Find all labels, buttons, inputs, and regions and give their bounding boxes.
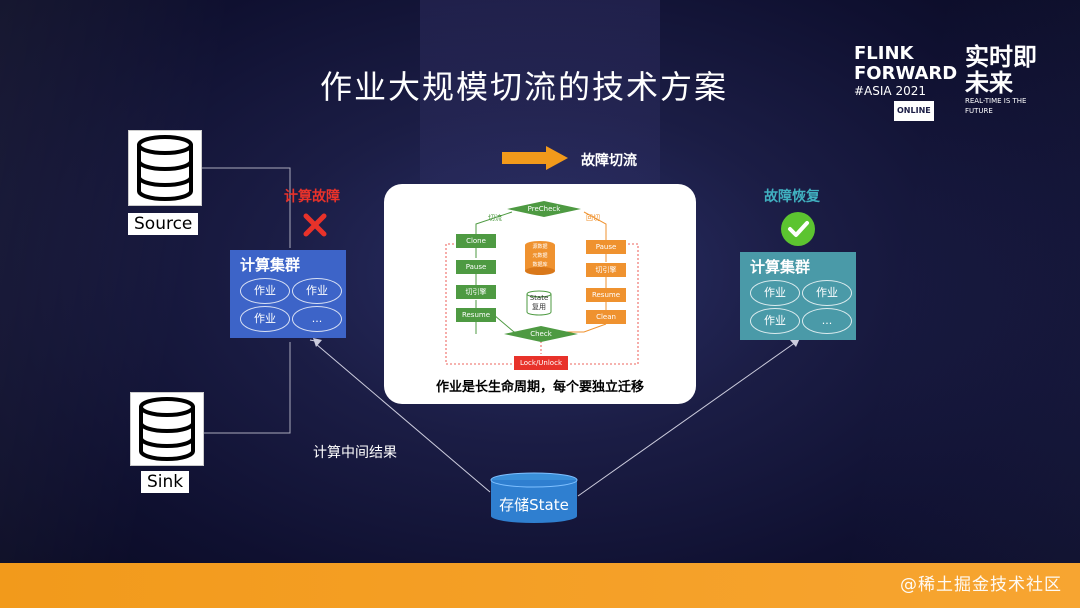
job-item: 作业 <box>292 278 342 304</box>
source-database <box>128 130 202 206</box>
branch-label-right: 回切 <box>586 214 600 222</box>
branch-label-left: 切流 <box>488 214 502 222</box>
watermark: @稀土掘金技术社区 <box>900 575 1062 595</box>
cluster-title: 计算集群 <box>750 258 811 276</box>
precheck-node <box>507 201 581 217</box>
job-item: 作业 <box>750 280 800 306</box>
job-item: 作业 <box>750 308 800 334</box>
cluster-title: 计算集群 <box>240 256 301 274</box>
database-icon <box>137 135 193 201</box>
job-item: ... <box>292 306 342 332</box>
sink-database <box>130 392 204 466</box>
source-label: Source <box>128 213 199 235</box>
realtime-logo: 实时即未来 REAL-TIME IS THE FUTURE <box>965 44 1045 116</box>
precheck-label: PreCheck <box>527 205 561 213</box>
flow-step-pause-right: Pause <box>586 240 626 254</box>
left-compute-cluster: 计算集群 作业 作业 作业 ... <box>230 250 346 338</box>
flow-step-pause: Pause <box>456 260 496 274</box>
right-compute-cluster: 计算集群 作业 作业 作业 ... <box>740 252 856 340</box>
metadata-db-icon <box>525 241 555 275</box>
brand-online-badge: ONLINE <box>894 101 934 121</box>
brand-line1: FLINK <box>854 43 914 64</box>
job-item: 作业 <box>240 278 290 304</box>
state-storage-label: 存储State <box>499 496 569 514</box>
arrow-right-icon <box>502 146 568 170</box>
failover-flow-panel: PreCheck 切流 回切 Clone Pause 切引擎 Resume Pa… <box>384 184 696 404</box>
job-item: ... <box>802 308 852 334</box>
recovery-label: 故障恢复 <box>764 189 820 205</box>
flink-forward-logo: FLINK FORWARD #ASIA 2021 ONLINE <box>854 44 957 121</box>
lock-unlock-node: Lock/Unlock <box>514 356 568 370</box>
flow-step-clone: Clone <box>456 234 496 248</box>
check-label: Check <box>530 330 552 338</box>
bottom-bar <box>0 563 1080 608</box>
sink-label: Sink <box>141 471 190 493</box>
compute-failure-label: 计算故障 <box>284 189 340 205</box>
brand-line3: #ASIA 2021 <box>854 84 926 98</box>
failover-label: 故障切流 <box>581 153 637 169</box>
brand-line2: FORWARD <box>854 63 958 84</box>
brand-cn-text: 实时即未来 <box>965 43 1037 97</box>
flow-step-resume-right: Resume <box>586 288 626 302</box>
close-icon <box>303 213 327 237</box>
flow-caption: 作业是长生命周期，每个要独立迁移 <box>435 380 644 395</box>
flow-step-resume: Resume <box>456 308 496 322</box>
check-icon <box>781 212 815 246</box>
flow-step-switch-engine-right: 切引擎 <box>586 263 626 277</box>
state-reuse-label: 复用 <box>532 303 546 311</box>
connector-lines <box>202 167 800 497</box>
page-title: 作业大规模切流的技术方案 <box>320 68 729 106</box>
check-node <box>504 326 578 342</box>
flow-step-clean: Clean <box>586 310 626 324</box>
meta-label: 元数据 <box>532 253 548 259</box>
brand-cn-sub: REAL-TIME IS THE FUTURE <box>965 97 1027 115</box>
meta-label: 源数据 <box>532 244 548 250</box>
job-item: 作业 <box>240 306 290 332</box>
state-storage-db <box>490 472 578 523</box>
state-reuse-label: State <box>529 294 549 302</box>
flow-diagram <box>445 201 639 365</box>
state-db-icon <box>526 290 552 316</box>
intermediate-result-label: 计算中间结果 <box>313 445 397 461</box>
flow-step-switch-engine: 切引擎 <box>456 285 496 299</box>
database-icon <box>139 397 195 461</box>
meta-label: 数据库 <box>532 262 548 268</box>
job-item: 作业 <box>802 280 852 306</box>
